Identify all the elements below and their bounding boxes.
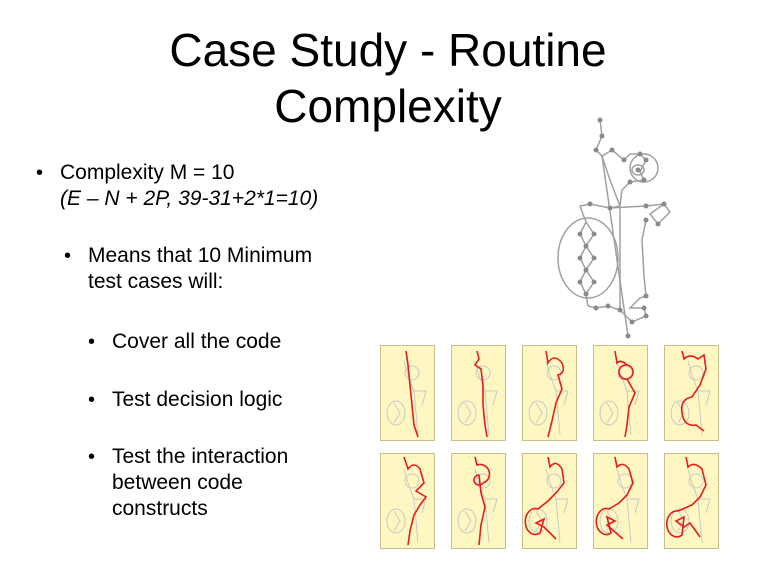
test-path-card-7 (451, 453, 506, 549)
test-path-card-4 (593, 345, 648, 441)
test-path-card-10 (664, 453, 719, 549)
bullet-dot: • (88, 446, 96, 468)
title-line-1: Case Study - Routine (169, 24, 607, 76)
test-path-card-8 (522, 453, 577, 549)
bullet-minimum-tests-line1: Means that 10 Minimum (88, 244, 313, 267)
test-path-card-5 (664, 345, 719, 441)
control-flow-graph (557, 117, 671, 339)
bullet-cover-code-text: Cover all the code (112, 330, 282, 353)
bullet-complexity-formula: (E – N + 2P, 39-31+2*1=10) (60, 187, 319, 210)
bullet-dot: • (64, 245, 72, 267)
bullet-interaction-line3: constructs (112, 497, 208, 520)
test-path-card-1 (380, 345, 435, 441)
bullet-dot: • (36, 162, 44, 184)
bullet-cover-code: • Cover all the code (88, 329, 372, 355)
bullet-decision-logic: • Test decision logic (88, 387, 372, 413)
test-path-card-2 (451, 345, 506, 441)
test-path-grid (380, 345, 719, 549)
slide-title: Case Study - Routine Complexity (0, 22, 776, 134)
bullet-decision-logic-text: Test decision logic (112, 388, 283, 411)
bullet-interaction: • Test the interaction between code cons… (88, 444, 372, 522)
bullet-interaction-line2: between code (112, 471, 243, 494)
bullet-dot: • (88, 389, 96, 411)
bullet-minimum-tests: • Means that 10 Minimum test cases will: (64, 243, 368, 295)
bullet-complexity: • Complexity M = 10 (E – N + 2P, 39-31+2… (36, 160, 380, 212)
title-line-2: Complexity (274, 80, 502, 132)
bullet-complexity-text: Complexity M = 10 (60, 161, 235, 184)
bullet-minimum-tests-line2: test cases will: (88, 270, 224, 293)
bullet-dot: • (88, 331, 96, 353)
test-path-card-6 (380, 453, 435, 549)
bullet-interaction-line1: Test the interaction (112, 445, 289, 468)
test-path-card-9 (593, 453, 648, 549)
test-path-card-3 (522, 345, 577, 441)
